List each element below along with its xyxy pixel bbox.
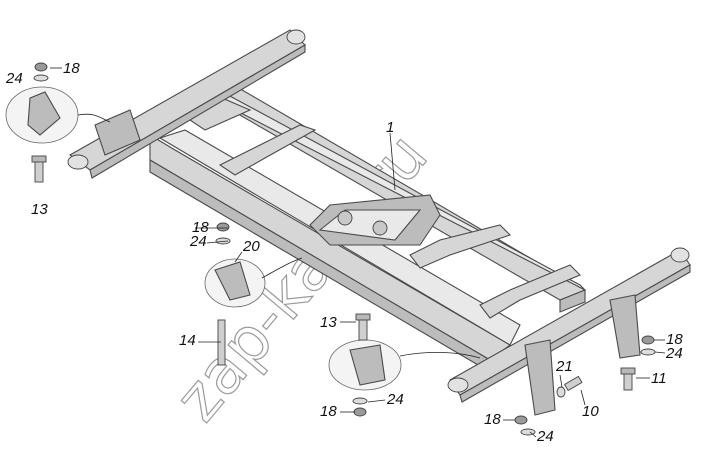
callout-18-lower: 18: [484, 411, 501, 428]
callout-1: 1: [386, 119, 394, 136]
leader-lines: [50, 67, 666, 438]
detail-balloon-middle: [204, 257, 303, 308]
nut-washer-18-24-right: [640, 335, 656, 356]
callout-18-middle: 18: [192, 219, 209, 236]
callout-10: 10: [582, 403, 599, 420]
callout-18-bottom: 18: [320, 403, 337, 420]
bolt-11: [620, 367, 636, 391]
nut-washer-18-24-topleft: [33, 62, 49, 82]
detail-balloon-left: [5, 86, 111, 144]
callout-24-lower: 24: [536, 428, 554, 445]
nut-washer-18-24-lower: [514, 415, 536, 436]
callout-20: 20: [242, 238, 260, 255]
bolt-10-21: [556, 375, 583, 398]
front-transverse-beam: [67, 29, 306, 179]
callout-24-topleft: 24: [5, 70, 23, 87]
callout-11: 11: [651, 370, 667, 387]
nut-washer-18-24-middle: [215, 222, 231, 245]
callout-13-left: 13: [31, 201, 48, 218]
bolt-13-middle: [355, 313, 371, 341]
nut-washer-18-24-bottom: [352, 397, 368, 417]
stud-14: [217, 319, 226, 366]
center-bracket: [318, 209, 422, 241]
rear-transverse-beam: [447, 247, 691, 416]
callout-labels: 1 10 11 13 13 14 18 18 18 18 18 20 21 24…: [5, 60, 683, 445]
callout-24-right: 24: [665, 345, 683, 362]
fastener-13-left: [31, 155, 47, 183]
callout-21: 21: [555, 358, 573, 375]
callout-24-bottom: 24: [386, 391, 404, 408]
callout-18-right: 18: [666, 331, 683, 348]
callout-13-middle: 13: [320, 314, 337, 331]
callout-18-topleft: 18: [63, 60, 80, 77]
callout-14: 14: [179, 332, 196, 349]
callout-24-middle: 24: [189, 233, 207, 250]
